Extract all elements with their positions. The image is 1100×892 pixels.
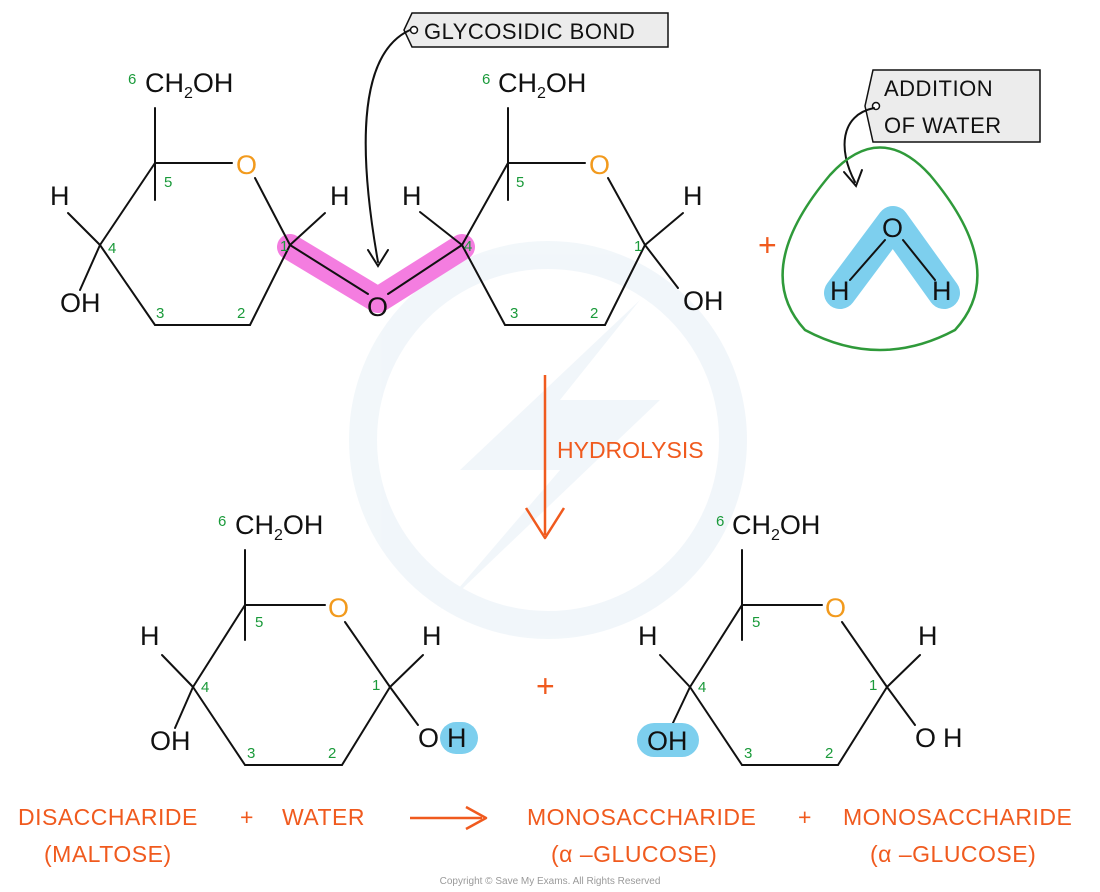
water-molecule: O H H — [781, 146, 979, 352]
carbon-5-label: 5 — [516, 174, 524, 191]
plus-sign: + — [758, 227, 777, 263]
ring-oxygen: O — [236, 150, 257, 180]
watermark-logo — [349, 241, 747, 639]
bridging-oxygen: O — [367, 292, 388, 322]
addition-label-line1: ADDITION — [884, 76, 993, 101]
carbon-4-label: 4 — [201, 679, 209, 696]
hydroxyl-highlight — [637, 723, 699, 757]
maltose-note: (MALTOSE) — [44, 841, 172, 867]
ch2oh-group: CH2OH — [732, 510, 820, 544]
water-hydrogen-left: H — [830, 276, 850, 306]
ring-oxygen: O — [589, 150, 610, 180]
water-hydrogen-right: H — [932, 276, 952, 306]
disaccharide-term: DISACCHARIDE — [18, 804, 198, 830]
hydrogen-atom: H — [330, 181, 350, 211]
equation-plus: + — [798, 804, 812, 830]
hydrogen-atom: H — [422, 621, 442, 651]
addition-label-line2: OF WATER — [884, 113, 1002, 138]
glycosidic-bond-label: GLYCOSIDIC BOND — [424, 19, 635, 44]
plus-sign: + — [536, 668, 555, 704]
carbon-4-label: 4 — [698, 679, 706, 696]
carbon-2-label: 2 — [237, 305, 245, 322]
water-term: WATER — [282, 804, 365, 830]
hydroxyl-hydrogen: H — [447, 723, 467, 753]
carbon-6-label: 6 — [128, 71, 136, 88]
carbon-3-label: 3 — [247, 745, 255, 762]
hydrogen-highlight — [440, 722, 478, 754]
carbon-4-label: 4 — [108, 240, 116, 257]
glucose-right-ring — [659, 549, 921, 766]
glucose-note-1: (α –GLUCOSE) — [551, 841, 717, 867]
water-oxygen: O — [882, 213, 903, 243]
carbon-1-label: 1 — [634, 238, 642, 255]
monosaccharide-term-1: MONOSACCHARIDE — [527, 804, 756, 830]
carbon-3-label: 3 — [510, 305, 518, 322]
glucose-right-atoms: 6 CH2OH O 5 H 4 OH 3 2 1 H O H — [638, 510, 963, 762]
maltose-right-ring — [387, 107, 684, 326]
carbon-2-label: 2 — [328, 745, 336, 762]
hydroxyl-group: OH — [150, 726, 191, 756]
maltose-left-atoms: 6 CH2OH O 5 H 4 OH 3 2 1 H — [50, 68, 350, 322]
hydrogen-atom: H — [638, 621, 658, 651]
carbon-1-label: 1 — [372, 677, 380, 694]
carbon-4-label: 4 — [464, 238, 472, 255]
carbon-5-label: 5 — [255, 614, 263, 631]
hydroxyl-group: OH — [683, 286, 724, 316]
addition-of-water-tag: ADDITION OF WATER — [843, 69, 1041, 188]
monosaccharide-term-2: MONOSACCHARIDE — [843, 804, 1072, 830]
hydrolysis-arrow: HYDROLYSIS — [524, 375, 704, 540]
carbon-1-label: 1 — [869, 677, 877, 694]
maltose-right-atoms: 6 CH2OH O 5 H 4 3 2 1 H OH — [402, 68, 724, 322]
reaction-arrow — [410, 805, 488, 831]
glucose-left-atoms: 6 CH2OH O 5 H 4 OH 3 2 1 H O H — [140, 510, 467, 762]
ch2oh-group: CH2OH — [498, 68, 586, 102]
hydroxyl-group: OH — [60, 288, 101, 318]
hydrogen-atom: H — [50, 181, 70, 211]
carbon-2-label: 2 — [590, 305, 598, 322]
glucose-note-2: (α –GLUCOSE) — [870, 841, 1036, 867]
carbon-2-label: 2 — [825, 745, 833, 762]
carbon-5-label: 5 — [752, 614, 760, 631]
hydrogen-atom: H — [402, 181, 422, 211]
carbon-1-label: 1 — [280, 238, 288, 255]
carbon-6-label: 6 — [482, 71, 490, 88]
hydroxyl-group: OH — [647, 726, 688, 756]
ch2oh-group: CH2OH — [145, 68, 233, 102]
copyright-footer: Copyright © Save My Exams. All Rights Re… — [440, 876, 661, 887]
carbon-5-label: 5 — [164, 174, 172, 191]
glucose-left-ring — [161, 549, 424, 766]
hydrolysis-label: HYDROLYSIS — [557, 437, 704, 463]
ring-oxygen: O — [328, 593, 349, 623]
word-equation: DISACCHARIDE (MALTOSE) + WATER MONOSACCH… — [18, 804, 1072, 867]
hydrogen-atom: H — [683, 181, 703, 211]
equation-plus: + — [240, 804, 254, 830]
ch2oh-group: CH2OH — [235, 510, 323, 544]
maltose-left-ring — [67, 107, 369, 326]
hydrogen-atom: H — [140, 621, 160, 651]
carbon-3-label: 3 — [744, 745, 752, 762]
hydroxyl-oxygen: O — [418, 723, 439, 753]
glycosidic-bond-tag: GLYCOSIDIC BOND — [364, 12, 669, 268]
hydroxyl-hydrogen: H — [943, 723, 963, 753]
carbon-6-label: 6 — [218, 513, 226, 530]
carbon-6-label: 6 — [716, 513, 724, 530]
hydroxyl-oxygen: O — [915, 723, 936, 753]
carbon-3-label: 3 — [156, 305, 164, 322]
hydrogen-atom: H — [918, 621, 938, 651]
ring-oxygen: O — [825, 593, 846, 623]
